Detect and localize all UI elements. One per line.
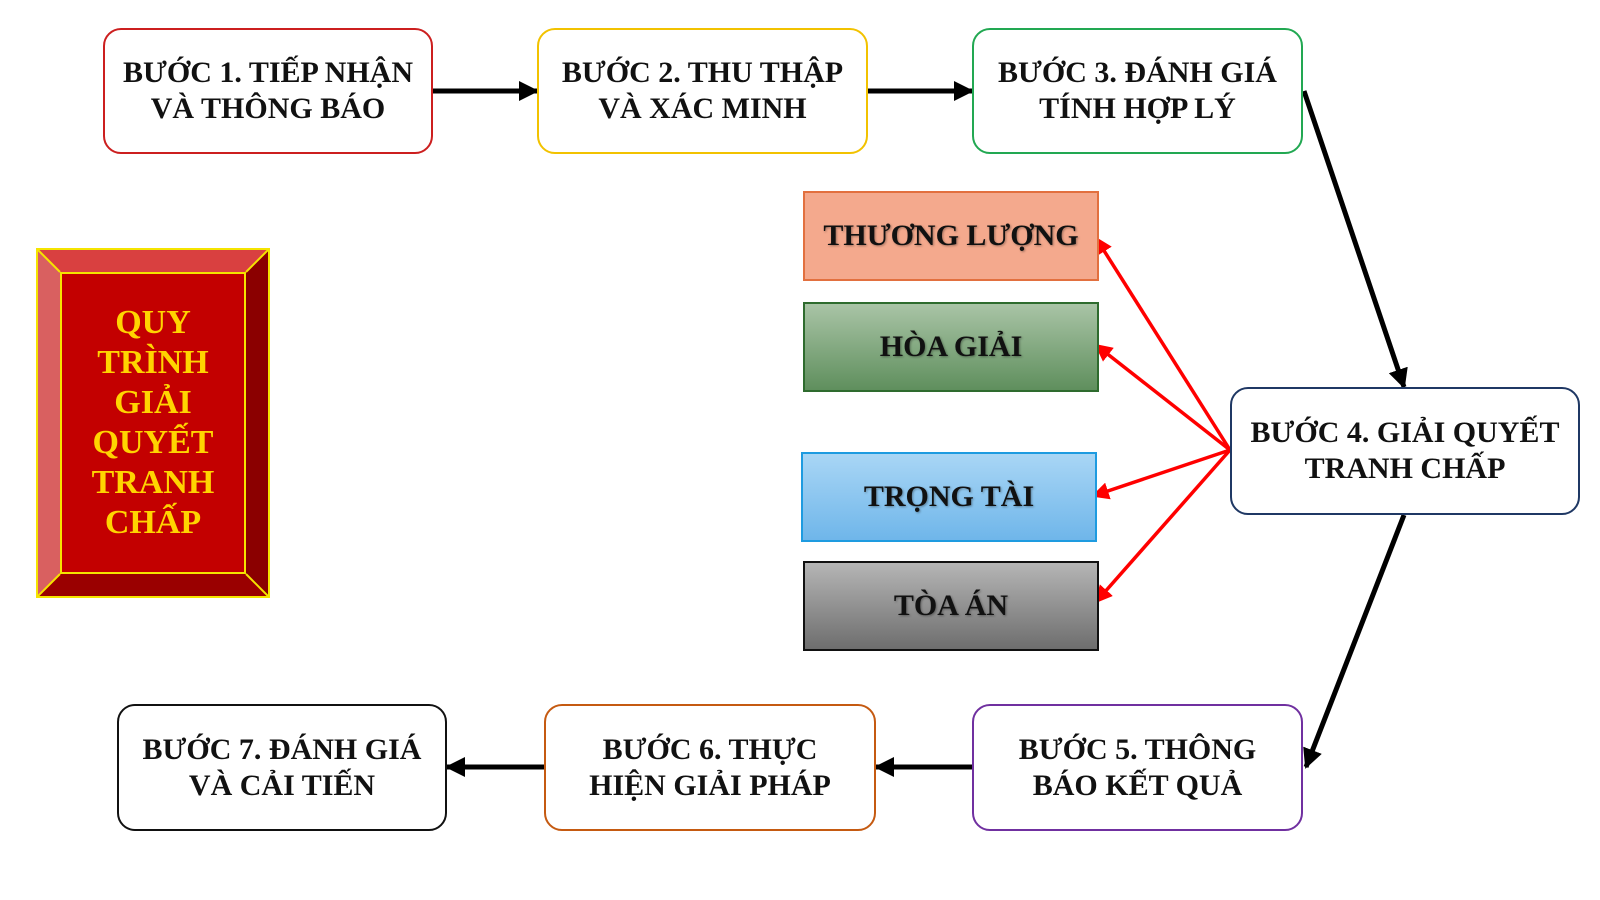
method-negotiation-box: THƯƠNG LƯỢNG: [803, 191, 1099, 281]
step-5-line-2: BÁO KẾT QUẢ: [1032, 768, 1243, 802]
step-1-line-1: BƯỚC 1. TIẾP NHẬN: [122, 56, 414, 89]
title-line: TRÌNH: [97, 344, 209, 381]
branch-arrow-arbitration: [1091, 448, 1231, 500]
step-6-box: BƯỚC 6. THỰC HIỆN GIẢI PHÁP: [544, 704, 876, 831]
step-7-box: BƯỚC 7. ĐÁNH GIÁ VÀ CẢI TIẾN: [117, 704, 447, 831]
method-mediation-label: HÒA GIẢI: [879, 330, 1023, 363]
step-4-line-2: TRANH CHẤP: [1304, 452, 1506, 485]
method-arbitration-label: TRỌNG TÀI: [863, 480, 1035, 513]
step-4-box: BƯỚC 4. GIẢI QUYẾT TRANH CHẤP: [1230, 387, 1580, 515]
title-line: QUYẾT: [92, 424, 214, 461]
method-mediation-box: HÒA GIẢI: [803, 302, 1099, 392]
title-bevel-frame: [38, 250, 268, 596]
step-2-line-2: VÀ XÁC MINH: [598, 92, 807, 125]
method-court-box: TÒA ÁN: [803, 561, 1099, 651]
step-2-box: BƯỚC 2. THU THẬP VÀ XÁC MINH: [537, 28, 868, 154]
step-6-line-2: HIỆN GIẢI PHÁP: [589, 768, 831, 802]
step-3-box: BƯỚC 3. ĐÁNH GIÁ TÍNH HỢP LÝ: [972, 28, 1303, 154]
step-7-line-1: BƯỚC 7. ĐÁNH GIÁ: [142, 732, 422, 766]
title-line: TRANH: [91, 464, 215, 501]
title-line: QUY: [115, 304, 191, 341]
step-3-line-1: BƯỚC 3. ĐÁNH GIÁ: [998, 56, 1277, 89]
step-3-line-2: TÍNH HỢP LÝ: [1039, 92, 1236, 125]
method-negotiation-label: THƯƠNG LƯỢNG: [823, 219, 1079, 252]
step-6-line-1: BƯỚC 6. THỰC: [602, 732, 818, 766]
step-1-box: BƯỚC 1. TIẾP NHẬN VÀ THÔNG BÁO: [103, 28, 433, 154]
title-line: CHẤP: [104, 504, 202, 541]
step-5-box: BƯỚC 5. THÔNG BÁO KẾT QUẢ: [972, 704, 1303, 831]
branch-arrow-court: [1094, 448, 1232, 604]
branch-arrow-mediation: [1094, 343, 1232, 452]
arrow-step3-to-step4: [1301, 90, 1408, 389]
branch-arrow-negotiation: [1094, 236, 1232, 451]
method-court-label: TÒA ÁN: [893, 589, 1009, 622]
process-title-block: QUY TRÌNH GIẢI QUYẾT TRANH CHẤP: [36, 248, 270, 598]
step-1-line-2: VÀ THÔNG BÁO: [150, 92, 386, 125]
method-arbitration-box: TRỌNG TÀI: [801, 452, 1097, 542]
arrow-step4-to-step5: [1303, 514, 1407, 769]
step-2-line-1: BƯỚC 2. THU THẬP: [561, 56, 844, 89]
step-5-line-1: BƯỚC 5. THÔNG: [1018, 732, 1257, 766]
step-4-line-1: BƯỚC 4. GIẢI QUYẾT: [1250, 416, 1560, 449]
title-line: GIẢI: [114, 384, 192, 421]
step-7-line-2: VÀ CẢI TIẾN: [188, 768, 376, 802]
process-title: QUY TRÌNH GIẢI QUYẾT TRANH CHẤP: [60, 272, 246, 574]
